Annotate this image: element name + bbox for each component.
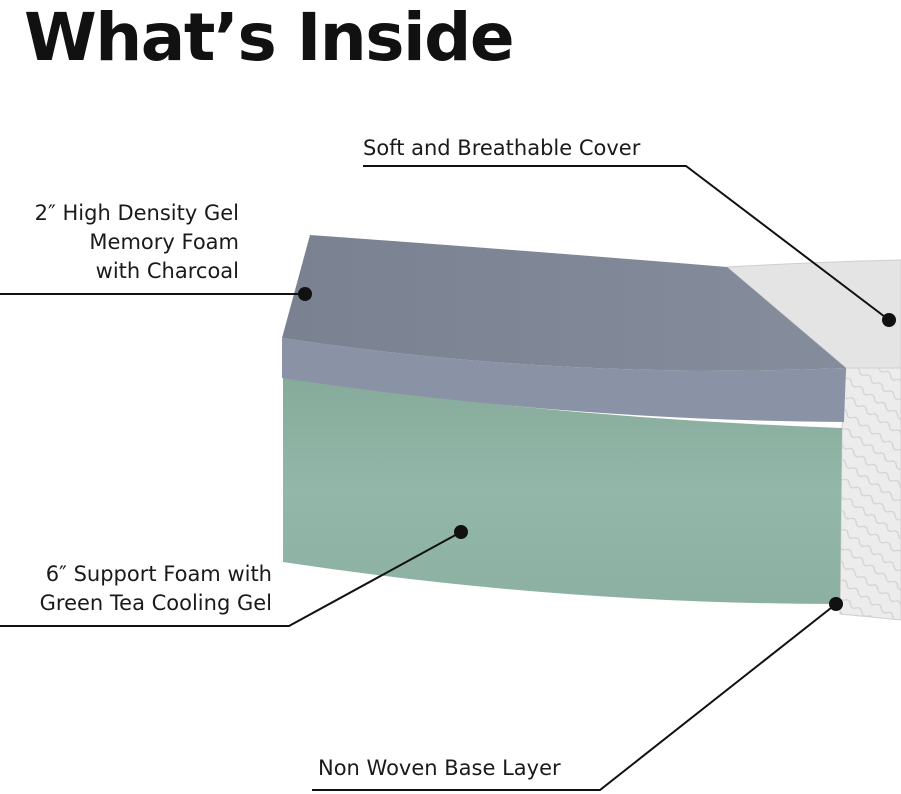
cover-side-panel <box>839 367 901 621</box>
cover-label: Soft and Breathable Cover <box>363 136 641 160</box>
cover-marker-dot <box>882 313 896 327</box>
memory-foam-top <box>282 235 846 371</box>
base-layer-label: Non Woven Base Layer <box>318 756 561 780</box>
memory-foam-label: 2″ High Density Gel Memory Foam with Cha… <box>34 201 239 283</box>
memory-foam-side <box>282 338 846 422</box>
support-foam-marker-dot <box>454 525 468 539</box>
support-foam-leader-line <box>0 531 462 627</box>
support-foam-label: 6″ Support Foam with Green Tea Cooling G… <box>39 562 272 615</box>
base-layer-marker-dot <box>829 597 843 611</box>
memory-foam-marker-dot <box>298 287 312 301</box>
cover-leader-line <box>363 165 890 321</box>
support-foam-layer <box>283 378 842 604</box>
base-layer-leader-line <box>312 603 837 791</box>
page-title: What’s Inside <box>24 0 515 76</box>
